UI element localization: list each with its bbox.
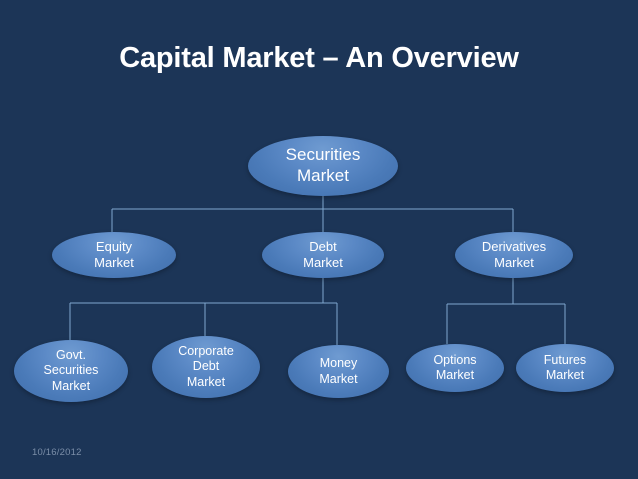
node-equity-market[interactable]: Equity Market: [52, 232, 176, 278]
node-govt-securities-market[interactable]: Govt. Securities Market: [14, 340, 128, 402]
node-securities-market[interactable]: Securities Market: [248, 136, 398, 196]
node-futures-market-label: Futures Market: [543, 352, 587, 382]
node-derivatives-market[interactable]: Derivatives Market: [455, 232, 573, 278]
slide-date: 10/16/2012: [32, 447, 82, 458]
node-money-market[interactable]: Money Market: [288, 345, 389, 398]
node-money-market-label: Money Market: [319, 356, 358, 386]
page-title: Capital Market – An Overview: [119, 42, 519, 74]
node-derivatives-market-label: Derivatives Market: [481, 239, 547, 270]
node-corporate-debt-market[interactable]: Corporate Debt Market: [152, 336, 260, 398]
node-options-market[interactable]: Options Market: [406, 344, 504, 392]
node-govt-securities-market-label: Govt. Securities Market: [43, 348, 99, 393]
node-securities-market-label: Securities Market: [285, 145, 361, 185]
node-debt-market[interactable]: Debt Market: [262, 232, 384, 278]
node-futures-market[interactable]: Futures Market: [516, 344, 614, 392]
node-corporate-debt-market-label: Corporate Debt Market: [178, 344, 234, 389]
node-equity-market-label: Equity Market: [94, 239, 134, 270]
node-options-market-label: Options Market: [433, 352, 477, 382]
node-debt-market-label: Debt Market: [303, 239, 343, 270]
